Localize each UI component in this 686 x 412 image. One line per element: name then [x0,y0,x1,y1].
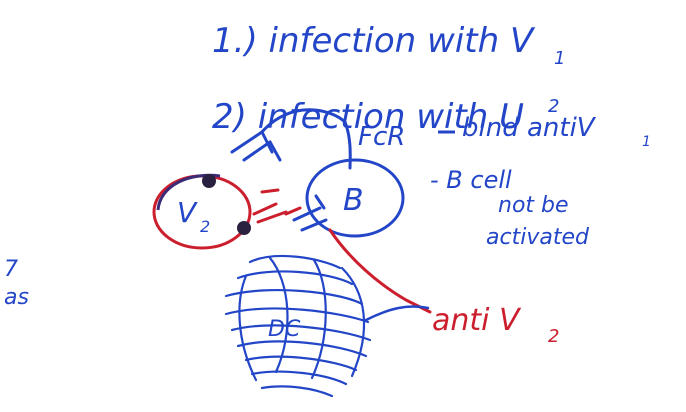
margin-fragment-1: 7 [4,257,18,282]
step-1: 1.) infection with V 1 [212,21,565,69]
anti-v2-link [328,228,432,314]
v2-virus: V 2 [152,173,252,250]
dc-label: DC [268,317,301,342]
fcr-label: FcR [358,122,405,152]
step-1-text: 1.) infection with V [212,21,536,61]
v2-label: V [177,196,198,229]
bind-note-subscript: 1 [642,134,651,150]
anti-v2-antibodies [252,188,302,224]
dc-cell [224,254,372,398]
step-1-subscript: 1 [554,48,565,69]
bind-note: bind antiV [462,113,597,143]
fc-receptor-top [230,130,282,162]
b-cell: B [305,158,405,238]
margin-fragment-2: as [4,285,29,310]
bcell-note-line-2: not be [498,193,569,218]
anti-v2-subscript: 2 [548,326,559,347]
fcr-arc [260,108,352,170]
bcell-note-line-3: activated [486,225,590,250]
b-cell-receptor [292,194,328,232]
bcell-note-line-1: - B cell [430,166,512,194]
anti-v2-label: anti V [432,303,522,338]
bcell-note: - B cell not be activated [430,166,590,250]
dc-arrow [364,305,430,322]
margin-fragments: 7 as [4,257,29,310]
v2-subscript: 2 [200,217,210,236]
step-2-superscript: 2 [548,96,559,117]
b-cell-label: B [343,183,364,218]
